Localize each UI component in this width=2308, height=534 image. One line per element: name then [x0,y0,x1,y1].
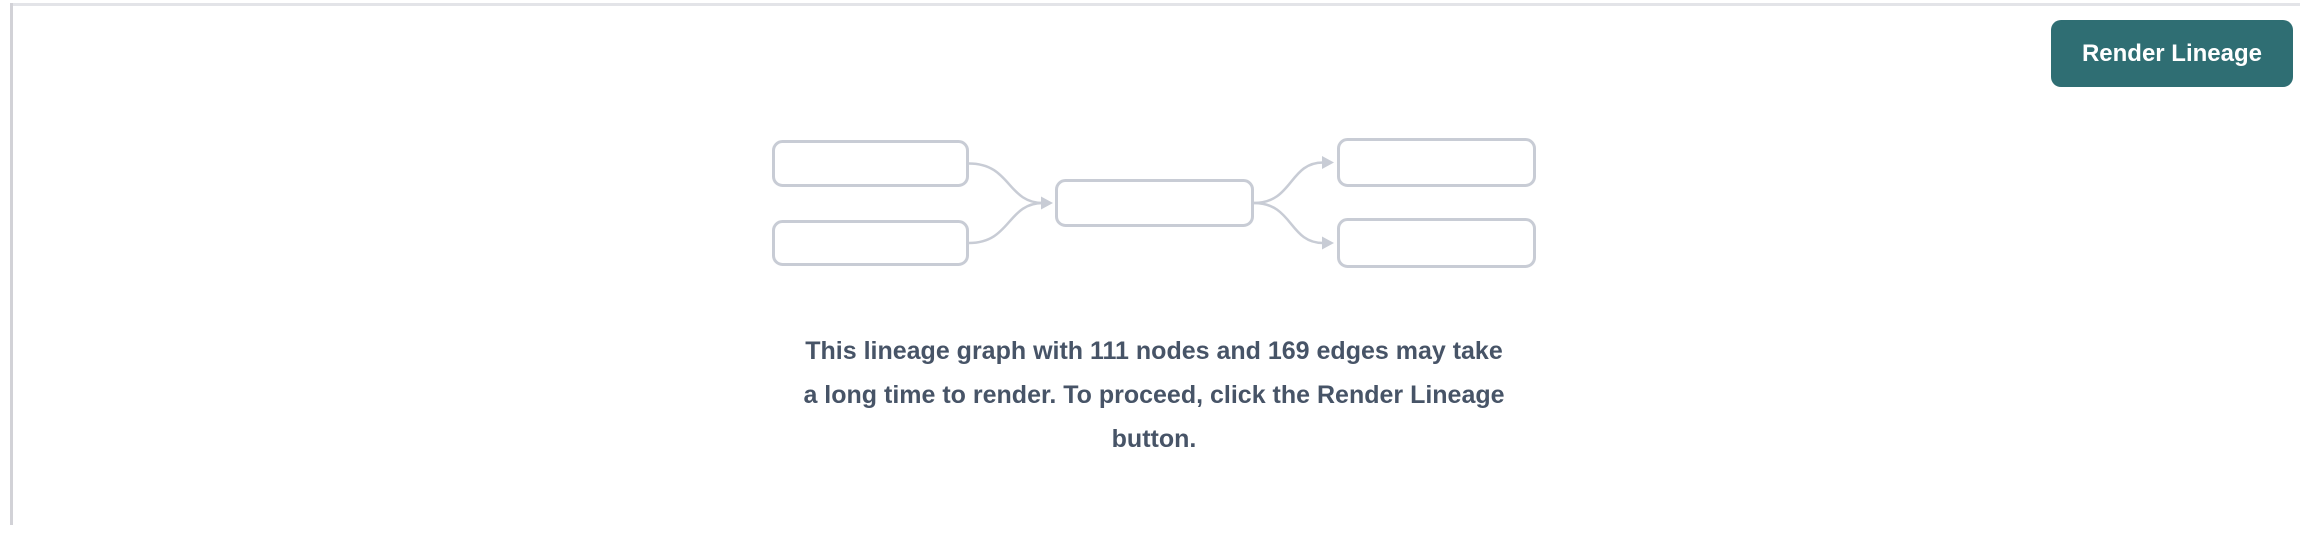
arrowhead-into-middle [1041,196,1053,210]
graph-node-middle [1055,179,1254,227]
edge-middle-to-topright [1253,161,1324,205]
arrowhead-into-topright [1322,156,1334,169]
arrowhead-into-bottomright [1322,236,1334,250]
graph-node-top-right [1337,138,1536,187]
lineage-graph-illustration [769,138,1539,268]
edge-topleft-to-middle [968,162,1044,205]
lineage-graph-svg [772,138,1536,268]
graph-node-top-left [772,140,969,187]
message-line-3: button. [1111,425,1197,453]
left-panel-divider [10,3,13,525]
edge-bottomleft-to-middle [968,201,1044,245]
render-warning-message: This lineage graph with 111 nodes and 16… [803,329,1504,461]
graph-node-bottom-right [1337,218,1536,268]
graph-node-bottom-left [772,220,969,266]
render-lineage-button[interactable]: Render Lineage [2050,20,2293,87]
top-divider [10,3,2300,6]
message-line-2: a long time to render. To proceed, click… [803,381,1505,409]
edge-middle-to-bottomright [1253,201,1324,245]
message-line-1: This lineage graph with 111 nodes and 16… [805,337,1503,365]
